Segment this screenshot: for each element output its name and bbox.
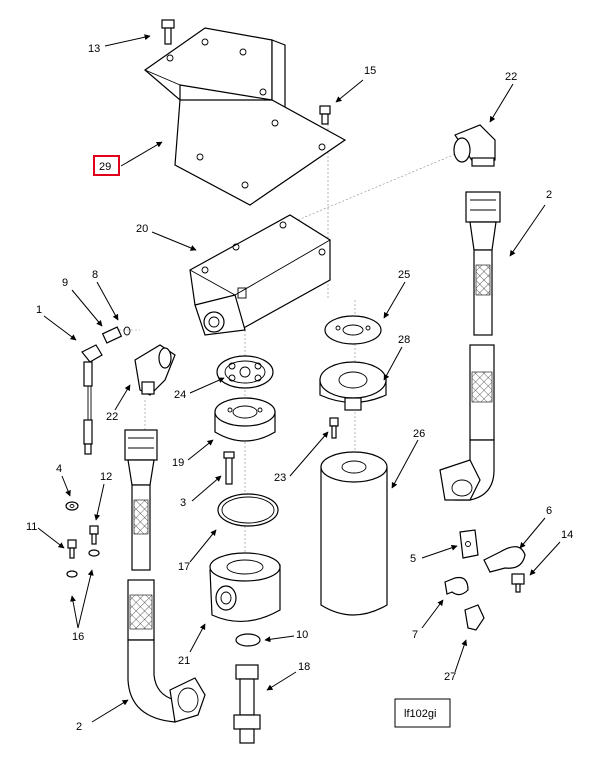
gasket-25 — [324, 315, 382, 345]
elbow-fitting-22-left — [134, 344, 176, 396]
highlight-box — [93, 155, 120, 176]
center-lines — [115, 120, 466, 560]
callout-10: 10 — [296, 629, 308, 641]
callout-12: 12 — [100, 471, 112, 483]
washer-4 — [65, 501, 79, 511]
callout-26: 26 — [413, 428, 425, 440]
elbow-fitting-22-top — [453, 124, 496, 167]
gasket-24 — [216, 355, 274, 389]
callout-29-highlight: 29 — [93, 155, 120, 176]
callout-2-right: 2 — [546, 189, 552, 201]
o-ring-10 — [235, 633, 261, 647]
leader-lines — [37, 34, 561, 723]
callout-25: 25 — [398, 269, 410, 281]
callout-19: 19 — [172, 457, 184, 469]
bolt-12 — [88, 525, 100, 557]
callout-4: 4 — [56, 463, 62, 475]
bolt-14 — [511, 573, 525, 593]
gauge-hose-1 — [81, 344, 103, 455]
callout-2-left: 2 — [76, 721, 82, 733]
bolt-3 — [223, 451, 235, 485]
callout-6: 6 — [546, 505, 552, 517]
callout-28: 28 — [398, 334, 410, 346]
reference-tag: lf102gi — [394, 698, 451, 728]
callout-11: 11 — [26, 521, 37, 533]
callout-1: 1 — [36, 304, 42, 316]
bolt-13 — [161, 19, 175, 45]
o-ring-8 — [123, 326, 131, 336]
clamp-7 — [444, 576, 469, 596]
adapter-ring-19 — [214, 397, 276, 442]
hose-assembly-right — [439, 191, 501, 501]
callout-9: 9 — [62, 277, 68, 289]
callout-15: 15 — [364, 65, 376, 77]
callout-22-left: 22 — [106, 411, 118, 423]
callout-14: 14 — [561, 529, 573, 541]
mounting-bracket — [144, 27, 347, 206]
filter-cartridge-26 — [320, 451, 388, 616]
filter-base-21 — [209, 552, 281, 623]
screw-23 — [329, 417, 339, 439]
callout-7: 7 — [412, 629, 418, 641]
callout-29: 29 — [99, 161, 111, 173]
elbow-27 — [464, 604, 485, 631]
callout-16: 16 — [72, 631, 84, 643]
reference-tag-label: lf102gi — [404, 708, 436, 720]
callout-5: 5 — [410, 553, 416, 565]
adapter-9 — [101, 326, 123, 344]
callout-20: 20 — [136, 223, 148, 235]
callout-23: 23 — [274, 472, 286, 484]
adapter-28 — [319, 361, 387, 411]
clamp-6 — [483, 546, 526, 573]
bolt-11 — [66, 539, 78, 578]
callout-labels: 13 15 22 2 20 8 9 1 25 28 24 22 26 19 23… — [26, 43, 573, 733]
callout-24: 24 — [174, 389, 186, 401]
callout-27: 27 — [444, 671, 456, 683]
bracket-5 — [459, 529, 479, 559]
callout-21: 21 — [178, 655, 190, 667]
callout-17: 17 — [178, 561, 190, 573]
bolt-15 — [319, 105, 331, 125]
callout-3: 3 — [180, 497, 186, 509]
callout-8: 8 — [92, 269, 98, 281]
filter-head — [189, 214, 331, 336]
hose-assembly-left — [124, 429, 206, 723]
callout-18: 18 — [298, 661, 310, 673]
callout-22-top: 22 — [505, 71, 517, 83]
nipple-18 — [233, 664, 261, 744]
callout-13: 13 — [88, 43, 100, 55]
o-ring-17 — [217, 493, 279, 527]
